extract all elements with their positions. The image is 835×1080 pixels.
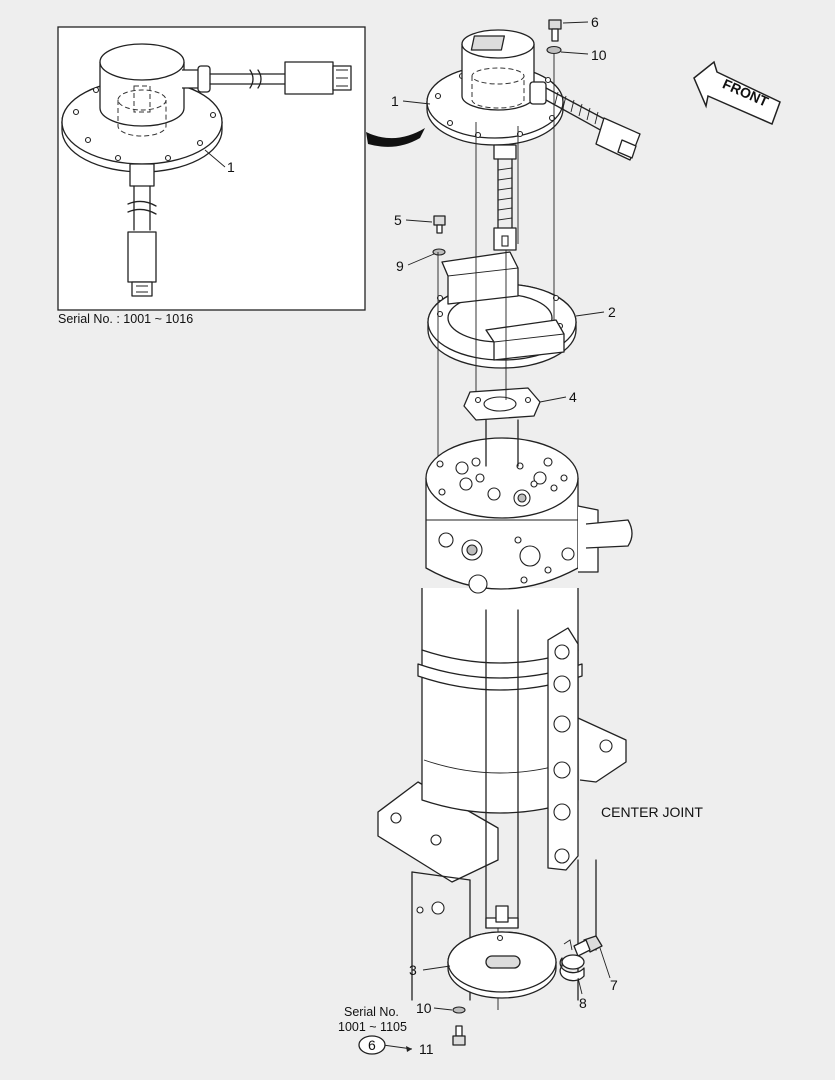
washer-10-bottom bbox=[452, 1006, 466, 1014]
callout-4: 4 bbox=[569, 389, 577, 405]
callout-8: 8 bbox=[579, 995, 587, 1011]
screw-part-7 bbox=[573, 935, 603, 957]
bolt-11 bbox=[455, 1025, 463, 1037]
washer-9 bbox=[432, 248, 446, 256]
callout-6-top: 6 bbox=[591, 14, 599, 30]
callout-10-bottom: 10 bbox=[416, 1000, 432, 1016]
inset-callout-1: 1 bbox=[227, 159, 235, 175]
inset-panel: 1 bbox=[57, 26, 366, 311]
gasket-part-4 bbox=[463, 387, 541, 421]
callout-7: 7 bbox=[610, 977, 618, 993]
callout-1: 1 bbox=[391, 93, 399, 109]
center-joint-label: CENTER JOINT bbox=[601, 804, 703, 820]
serial-note-line2: 1001 ~ 1105 bbox=[338, 1020, 407, 1034]
circled-callout bbox=[358, 1035, 386, 1055]
bottom-plate-part-3 bbox=[447, 931, 557, 999]
washer-10-top bbox=[546, 45, 562, 55]
pointer-arrow-icon bbox=[366, 128, 425, 147]
leader-lines bbox=[382, 21, 611, 1052]
front-direction-arrow: FRONT bbox=[693, 60, 781, 126]
inset-serial-caption: Serial No. : 1001 ~ 1016 bbox=[58, 312, 193, 326]
circled-callout-6: 6 bbox=[368, 1037, 376, 1053]
callout-10-top: 10 bbox=[591, 47, 607, 63]
bolt-5 bbox=[433, 215, 446, 226]
mounting-plate-part-2 bbox=[427, 251, 577, 369]
sensor-assembly-part-1 bbox=[426, 29, 641, 251]
alignment-lines bbox=[437, 54, 555, 1010]
center-joint-body bbox=[377, 419, 633, 1001]
callout-11: 11 bbox=[419, 1041, 434, 1057]
callout-2: 2 bbox=[608, 304, 616, 320]
bolt-6-top bbox=[548, 19, 562, 42]
callout-5: 5 bbox=[394, 212, 402, 228]
callout-9: 9 bbox=[396, 258, 404, 274]
serial-note-line1: Serial No. bbox=[344, 1005, 399, 1019]
callout-3: 3 bbox=[409, 962, 417, 978]
clamp-part-8 bbox=[559, 939, 585, 982]
